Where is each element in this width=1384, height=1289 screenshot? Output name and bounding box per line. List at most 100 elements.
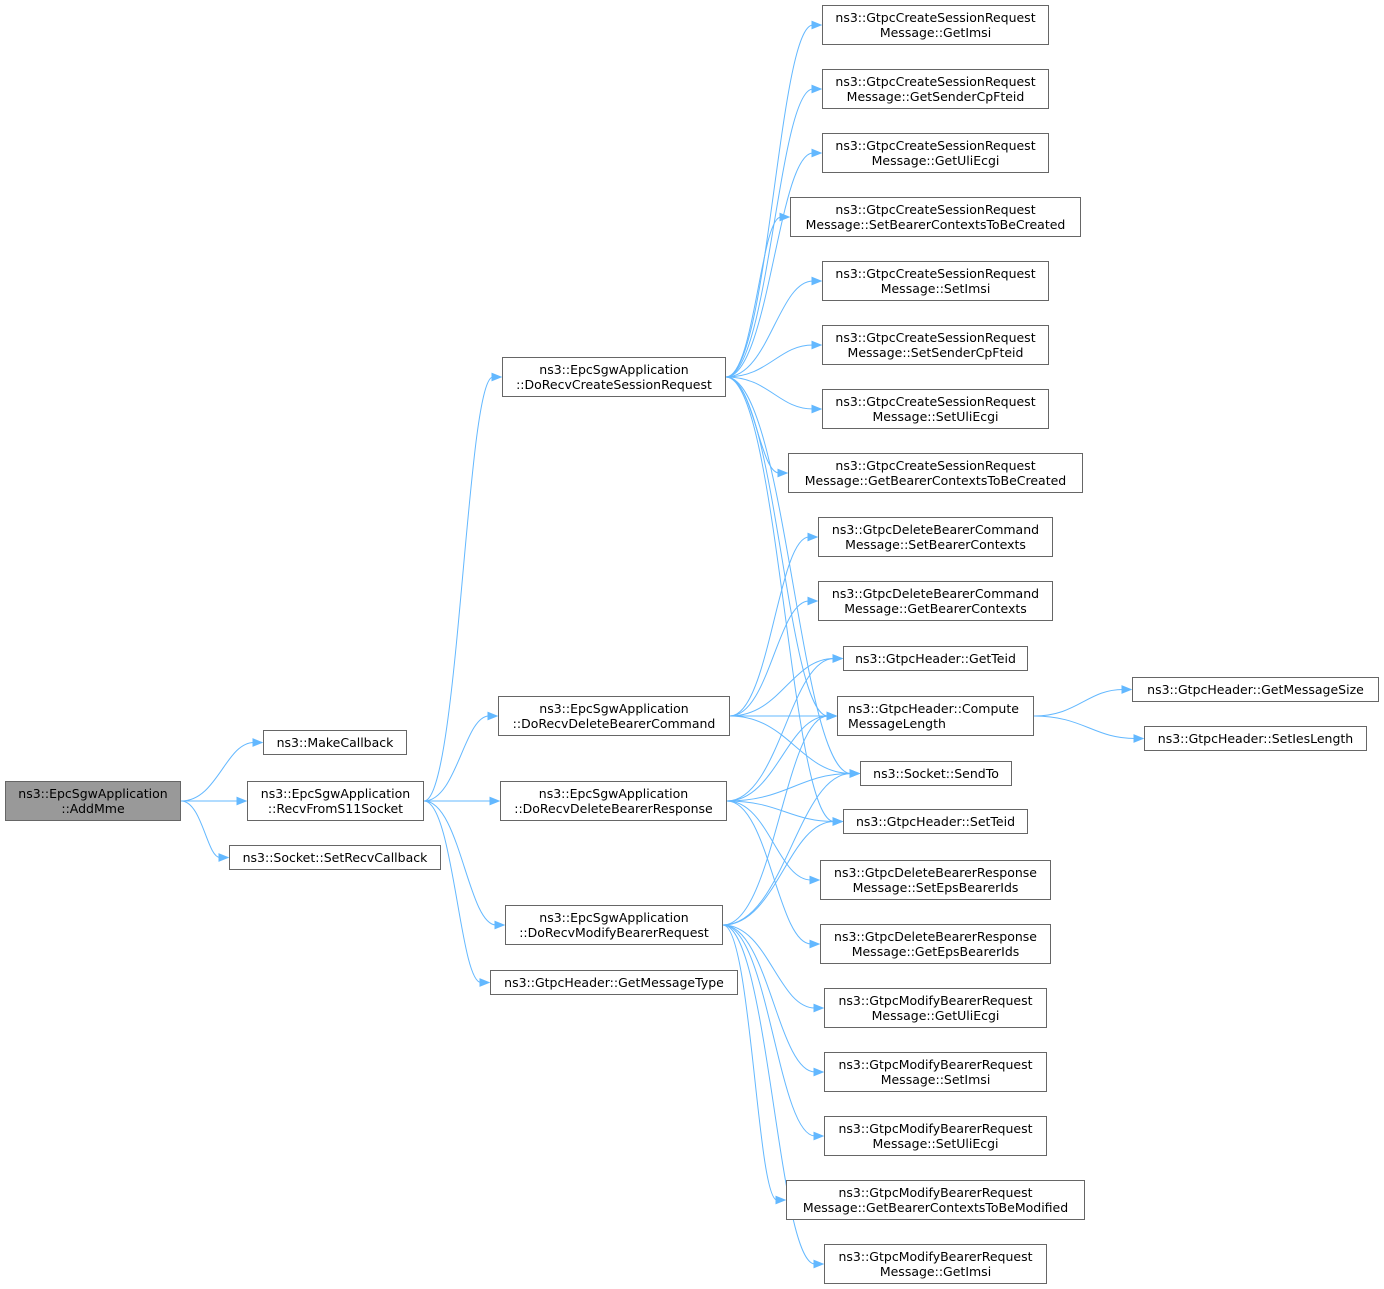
node-label-line: ::DoRecvDeleteBearerResponse <box>514 801 713 816</box>
node-label-line: ns3::GtpcDeleteBearerCommand <box>831 522 1040 537</box>
node-label-line: ns3::GtpcDeleteBearerResponse <box>834 929 1037 944</box>
edge-dodeleteresponse-to-dbr_setepsids <box>726 800 812 881</box>
edge-arrowhead <box>811 340 823 350</box>
node-label-line: ns3::GtpcHeader::GetMessageType <box>504 975 724 990</box>
node-setieslength[interactable]: ns3::GtpcHeader::SetIesLength <box>1144 726 1367 751</box>
edge-domodifybearer-to-setteid <box>722 821 835 926</box>
edge-dodeleteresponse-to-dbr_getepsids <box>726 800 812 945</box>
node-label-line: ::AddMme <box>61 801 125 816</box>
edge-arrowhead <box>487 711 499 721</box>
node-label-line: ::DoRecvModifyBearerRequest <box>519 925 709 940</box>
edge-arrowhead <box>813 1067 825 1077</box>
edge-arrowhead <box>1133 734 1145 743</box>
node-label-line: ns3::EpcSgwApplication <box>539 701 689 716</box>
edge-arrowhead <box>809 939 821 949</box>
node-label-line: ns3::GtpcCreateSessionRequest <box>835 458 1036 473</box>
edge-arrowhead <box>491 372 503 382</box>
node-label-line: ::DoRecvDeleteBearerCommand <box>512 716 716 731</box>
node-label-line: ns3::GtpcHeader::SetIesLength <box>1157 731 1354 746</box>
edge-domodifybearer-to-computelength <box>722 715 829 926</box>
node-label-line: Message::GetUliEcgi <box>871 1008 1000 1023</box>
edge-dodeleteresponse-to-setteid <box>726 800 835 822</box>
edge-domodifybearer-to-mbr_setimsi <box>722 924 816 1073</box>
edge-arrowhead <box>849 769 861 778</box>
edge-dodeleteresponse-to-getteid <box>726 658 835 802</box>
node-label-line: MessageLength <box>848 716 946 731</box>
node-label-line: ns3::GtpcModifyBearerRequest <box>838 1249 1033 1264</box>
node-label-line: Message::SetUliEcgi <box>872 1136 999 1151</box>
node-label-line: ns3::GtpcCreateSessionRequest <box>835 330 1036 345</box>
node-addmme[interactable]: ns3::EpcSgwApplication::AddMme <box>5 781 181 821</box>
node-label-line: ns3::Socket::SetRecvCallback <box>242 850 428 865</box>
edge-dodeletecommand-to-getteid <box>729 658 835 717</box>
edge-arrowhead <box>489 796 501 806</box>
node-label-line: ns3::GtpcDeleteBearerResponse <box>834 865 1037 880</box>
edge-recvfroms11-to-getmessagetype <box>423 800 482 983</box>
edge-arrowhead <box>811 20 823 30</box>
edge-recvfroms11-to-domodifybearer <box>423 800 497 926</box>
edge-arrowhead <box>777 468 789 478</box>
node-label-line: Message::GetBearerContexts <box>844 601 1027 616</box>
node-label-line: Message::SetBearerContexts <box>845 537 1026 552</box>
node-docreatesession[interactable]: ns3::EpcSgwApplication::DoRecvCreateSess… <box>502 357 726 397</box>
node-domodifybearer[interactable]: ns3::EpcSgwApplication::DoRecvModifyBear… <box>505 905 723 945</box>
node-dodeletecommand[interactable]: ns3::EpcSgwApplication::DoRecvDeleteBear… <box>498 696 730 736</box>
node-getmessagetype[interactable]: ns3::GtpcHeader::GetMessageType <box>490 970 738 995</box>
edge-arrowhead <box>811 276 823 286</box>
node-label-line: ns3::EpcSgwApplication <box>260 786 411 801</box>
node-sendto[interactable]: ns3::Socket::SendTo <box>860 761 1012 786</box>
node-getteid[interactable]: ns3::GtpcHeader::GetTeid <box>843 646 1028 671</box>
edge-arrowhead <box>811 404 823 414</box>
node-label-line: Message::GetImsi <box>879 1264 992 1279</box>
edge-arrowhead <box>807 532 819 542</box>
node-label-line: ns3::GtpcHeader::GetMessageSize <box>1147 682 1364 697</box>
edge-arrowhead <box>811 84 823 94</box>
edge-docreatesession-to-csr_setuliecgi <box>725 376 814 410</box>
node-recvfroms11[interactable]: ns3::EpcSgwApplication::RecvFromS11Socke… <box>247 781 424 821</box>
node-label-line: Message::SetEpsBearerIds <box>852 880 1019 895</box>
node-getmessagesize[interactable]: ns3::GtpcHeader::GetMessageSize <box>1132 677 1379 702</box>
edge-domodifybearer-to-mbr_getbearers <box>722 924 778 1201</box>
edge-docreatesession-to-csr_getsendercpfteid <box>725 88 814 378</box>
edge-dodeletecommand-to-sendto <box>729 715 852 774</box>
edge-dodeletecommand-to-dbc_getbearers <box>729 600 810 717</box>
edge-arrowhead <box>813 1003 825 1013</box>
edge-arrowhead <box>479 978 491 987</box>
node-label-line: Message::SetImsi <box>880 1072 991 1087</box>
edge-arrowhead <box>811 148 823 158</box>
edge-arrowhead <box>252 738 264 747</box>
edge-arrowhead <box>807 596 819 606</box>
node-label-line: ns3::GtpcCreateSessionRequest <box>835 74 1036 89</box>
node-setrecvcallback[interactable]: ns3::Socket::SetRecvCallback <box>229 845 441 870</box>
node-label-line: ns3::GtpcModifyBearerRequest <box>838 1121 1033 1136</box>
edge-arrowhead <box>775 1195 787 1205</box>
node-label-line: ns3::MakeCallback <box>276 735 394 750</box>
node-setteid[interactable]: ns3::GtpcHeader::SetTeid <box>843 809 1028 834</box>
edge-dodeletecommand-to-dbc_setbearers <box>729 536 810 717</box>
edge-recvfroms11-to-dodeletecommand <box>423 715 490 802</box>
node-dodeleteresponse[interactable]: ns3::EpcSgwApplication::DoRecvDeleteBear… <box>500 781 727 821</box>
edge-docreatesession-to-computelength <box>725 376 829 717</box>
node-makecallback[interactable]: ns3::MakeCallback <box>263 730 407 755</box>
node-label-line: Message::GetEpsBearerIds <box>851 944 1020 959</box>
